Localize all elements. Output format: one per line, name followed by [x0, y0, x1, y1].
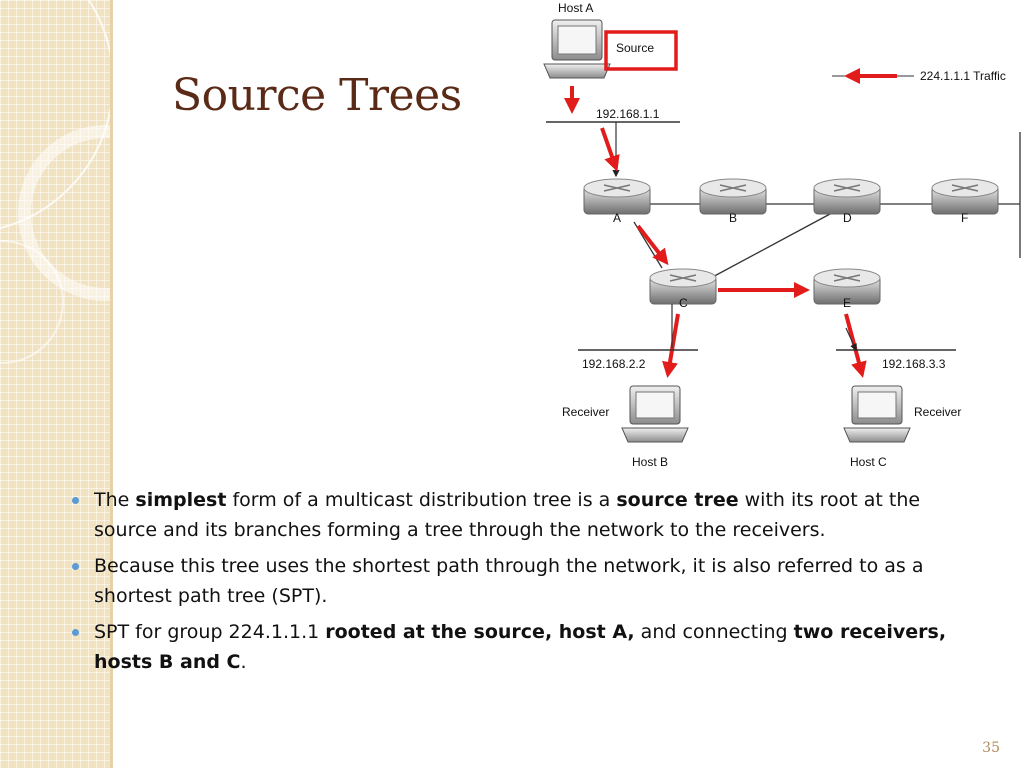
side-band-edge — [110, 0, 113, 768]
router-d-icon — [813, 178, 881, 215]
subnet-c-label: 192.168.3.3 — [882, 357, 946, 371]
router-a-icon — [583, 178, 651, 215]
slide-number: 35 — [982, 740, 1000, 756]
bold-text: rooted at the source, host A, — [325, 621, 635, 643]
router-label-a: A — [613, 211, 621, 225]
host-c-label: Host C — [850, 455, 887, 469]
source-label: Source — [616, 41, 654, 55]
source-tree-diagram: Host A Source 224.1.1.1 Traffic 192.168.… — [542, 0, 1024, 472]
link-d-c — [706, 213, 831, 281]
subnet-c-drop — [845, 327, 857, 352]
subnet-b-label: 192.168.2.2 — [582, 357, 646, 371]
router-label-d: D — [843, 211, 852, 225]
router-b-icon — [699, 178, 767, 215]
subnet-a-label: 192.168.1.1 — [596, 107, 660, 121]
receiver-label-host-c: Receiver — [914, 405, 961, 419]
path-arrow-e-to-host-c — [844, 313, 867, 378]
router-label-b: B — [729, 211, 737, 225]
decorative-side-band — [0, 0, 110, 768]
bold-text: simplest — [135, 489, 227, 511]
path-arrow-c-to-host-b — [662, 313, 680, 378]
bullet-list: The simplest form of a multicast distrib… — [68, 485, 988, 683]
router-c-icon — [649, 268, 717, 305]
router-label-e: E — [843, 296, 851, 310]
bullet-item: Because this tree uses the shortest path… — [68, 551, 988, 611]
router-label-c: C — [679, 296, 688, 310]
host-a-label: Host A — [558, 1, 593, 15]
host-b-computer-icon — [621, 385, 689, 443]
router-e-icon — [813, 268, 881, 305]
bold-text: two receivers, hosts B and C — [94, 621, 947, 673]
host-a-computer-icon — [543, 19, 611, 79]
path-arrow-a-to-c — [636, 224, 669, 266]
bullet-dot-icon — [72, 563, 79, 570]
traffic-label: 224.1.1.1 Traffic — [920, 69, 1006, 83]
bullet-item: The simplest form of a multicast distrib… — [68, 485, 988, 545]
router-label-f: F — [961, 211, 968, 225]
bullet-dot-icon — [72, 497, 79, 504]
bold-text: source tree — [616, 489, 739, 511]
router-f-icon — [931, 178, 999, 215]
bullet-item: SPT for group 224.1.1.1 rooted at the so… — [68, 617, 988, 677]
host-b-label: Host B — [632, 455, 668, 469]
receiver-label-host-b: Receiver — [562, 405, 609, 419]
bullet-dot-icon — [72, 629, 79, 636]
path-arrow-to-router-a — [600, 127, 620, 172]
source-box: Source — [604, 30, 678, 71]
slide-title: Source Trees — [172, 70, 462, 121]
host-c-computer-icon — [843, 385, 911, 443]
